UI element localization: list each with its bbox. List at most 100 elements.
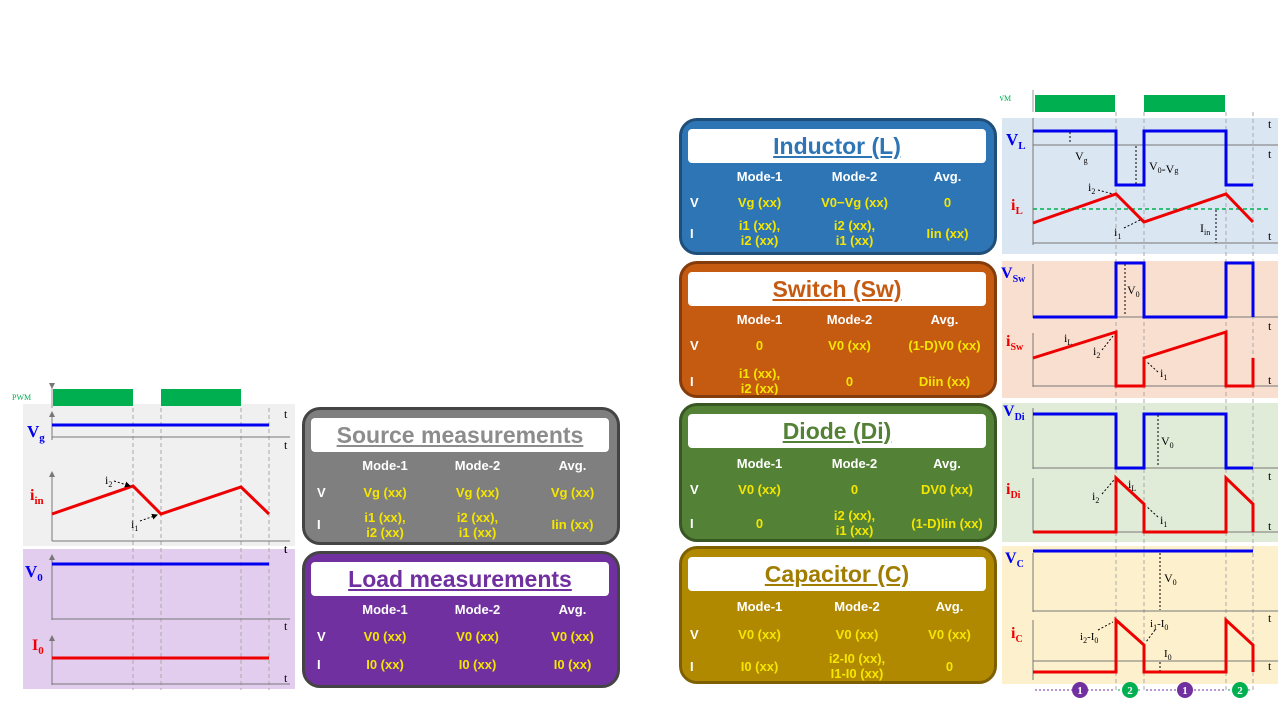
capacitor-table: Mode-1 Mode-2 Avg. V V0 (xx) V0 (xx) V0 … xyxy=(682,597,994,681)
load-voltage-label: V0 xyxy=(25,562,43,584)
col-header-avg: Avg. xyxy=(933,456,961,471)
svg-text:t: t xyxy=(1268,147,1272,161)
cell: i2 (xx), i1 (xx) xyxy=(833,218,876,248)
pwm-pulse xyxy=(53,389,133,406)
mode-1-marker: 1 xyxy=(1177,682,1193,698)
cell: 0 xyxy=(943,195,952,210)
svg-text:t: t xyxy=(284,438,288,452)
svg-text:i1: i1 xyxy=(1160,366,1167,382)
diode-table: Mode-1 Mode-2 Avg. V V0 (xx) 0 DV0 (xx) … xyxy=(682,454,994,539)
svg-text:V0-Vg: V0-Vg xyxy=(1149,159,1178,176)
capacitor-voltage-label: VC xyxy=(1005,550,1024,570)
capacitor-card: Capacitor (C) Mode-1 Mode-2 Avg. V V0 (x… xyxy=(679,546,997,684)
cell: V0 (xx) xyxy=(551,629,594,644)
svg-text:i1: i1 xyxy=(1160,513,1167,529)
row-label-i: I xyxy=(317,517,321,532)
col-header-avg: Avg. xyxy=(930,312,959,327)
right-waveforms: PWM t t VL Vg V0-Vg t iL i2 i1 Iin t VSw… xyxy=(1000,90,1278,698)
svg-text:t: t xyxy=(284,542,288,556)
row-label-i: I xyxy=(690,374,694,389)
svg-text:2: 2 xyxy=(1237,685,1243,697)
col-header-avg: Avg. xyxy=(558,602,587,617)
load-measurements-card: Load measurements Mode-1 Mode-2 Avg. V V… xyxy=(302,551,620,688)
source-table: Mode-1 Mode-2 Avg. V Vg (xx) Vg (xx) Vg … xyxy=(305,458,617,542)
pwm-label-left: PWM xyxy=(12,393,31,402)
row-label-v: V xyxy=(690,627,699,642)
cell: 0 xyxy=(850,482,859,497)
svg-text:V0: V0 xyxy=(1127,283,1140,299)
col-header-avg: Avg. xyxy=(558,458,587,473)
svg-text:t: t xyxy=(1268,519,1272,533)
svg-text:V0: V0 xyxy=(1161,434,1174,450)
row-label-i: I xyxy=(317,657,321,672)
col-header-mode2: Mode-2 xyxy=(831,456,878,471)
pwm-pulse xyxy=(161,389,241,406)
svg-text:t: t xyxy=(1268,229,1272,243)
cell: i1 (xx), i2 (xx) xyxy=(364,510,406,540)
svg-text:iL: iL xyxy=(1128,477,1136,493)
cell: Vg (xx) xyxy=(455,485,500,500)
switch-voltage-label: VSw xyxy=(1001,265,1026,285)
cell: Diin (xx) xyxy=(918,374,971,389)
svg-text:I0: I0 xyxy=(1164,648,1172,662)
svg-text:t: t xyxy=(284,619,288,633)
svg-text:2: 2 xyxy=(1127,685,1133,697)
capacitor-current-label: iC xyxy=(1011,625,1023,645)
cell: V0 (xx) xyxy=(363,629,407,644)
svg-text:t: t xyxy=(1268,117,1272,131)
svg-text:Vg: Vg xyxy=(1075,149,1088,165)
col-header-mode1: Mode-1 xyxy=(736,599,783,614)
load-title: Load measurements xyxy=(311,562,609,596)
cell: 0 xyxy=(845,374,854,389)
cell: DV0 (xx) xyxy=(920,482,974,497)
diode-title: Diode (Di) xyxy=(688,414,986,448)
inductor-title: Inductor (L) xyxy=(688,129,986,163)
switch-title: Switch (Sw) xyxy=(688,272,986,306)
mode-2-marker: 2 xyxy=(1232,682,1248,698)
svg-text:t: t xyxy=(1268,611,1272,625)
cell: Iin (xx) xyxy=(926,226,969,241)
inductor-current-label: iL xyxy=(1011,197,1023,217)
cell: (1-D)Iin (xx) xyxy=(911,516,983,531)
svg-text:t: t xyxy=(284,542,288,556)
source-voltage-label: Vg xyxy=(27,422,45,444)
cell: i2 (xx), i1 (xx) xyxy=(456,510,499,540)
cell: I0 (xx) xyxy=(458,657,497,672)
svg-text:t: t xyxy=(1268,469,1272,483)
row-label-v: V xyxy=(690,482,699,497)
cell: i2 (xx), i1 (xx) xyxy=(833,508,876,538)
cell: V0 (xx) xyxy=(828,338,871,353)
source-measurements-card: Source measurements Mode-1 Mode-2 Avg. V… xyxy=(302,407,620,545)
cell: I0 (xx) xyxy=(553,657,592,672)
source-current-label: iin xyxy=(30,487,44,507)
cell: I0 (xx) xyxy=(366,657,404,672)
col-header-avg: Avg. xyxy=(935,599,964,614)
col-header-mode1: Mode-1 xyxy=(736,456,783,471)
cell: V0 (xx) xyxy=(928,627,971,642)
pwm-label-right: PWM xyxy=(1000,94,1011,103)
row-label-i: I xyxy=(690,659,694,674)
cell: (1-D)V0 (xx) xyxy=(908,338,981,353)
cell: Vg (xx) xyxy=(737,195,782,210)
col-header-avg: Avg. xyxy=(933,169,962,184)
cell: V0−Vg (xx) xyxy=(821,195,888,210)
cell: V0 (xx) xyxy=(835,627,879,642)
col-header-mode2: Mode-2 xyxy=(834,599,880,614)
diode-current-label: iDi xyxy=(1006,481,1021,501)
col-header-mode2: Mode-2 xyxy=(454,458,501,473)
inductor-voltage-label: VL xyxy=(1006,130,1026,152)
col-header-mode2: Mode-2 xyxy=(454,602,501,617)
mode-2-marker: 2 xyxy=(1122,682,1138,698)
svg-text:i2: i2 xyxy=(1088,180,1095,196)
svg-text:i1: i1 xyxy=(1114,225,1121,241)
row-label-i: I xyxy=(690,226,694,241)
col-header-mode2: Mode-2 xyxy=(831,169,878,184)
row-label-i: I xyxy=(690,516,694,531)
capacitor-title: Capacitor (C) xyxy=(688,557,986,591)
row-label-v: V xyxy=(690,338,699,353)
row-label-v: V xyxy=(317,629,326,644)
svg-text:Iin: Iin xyxy=(1200,221,1210,237)
svg-text:i2: i2 xyxy=(1092,489,1099,505)
cell: I0 (xx) xyxy=(740,659,779,674)
svg-text:i2-I0: i2-I0 xyxy=(1080,631,1098,645)
